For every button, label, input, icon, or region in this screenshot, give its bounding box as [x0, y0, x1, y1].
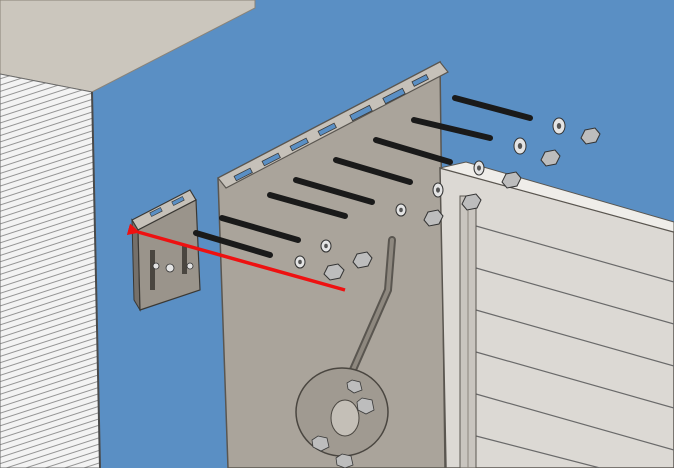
- louver-slats: [475, 225, 674, 468]
- threaded-rods: [193, 95, 533, 258]
- hex-nuts: [323, 127, 601, 281]
- pivot-hub: [295, 367, 389, 468]
- wall-edge: [91, 91, 101, 468]
- plate-washers: [294, 117, 566, 269]
- wall-side-hatched: [0, 73, 101, 468]
- louver-frame-top: [439, 161, 674, 233]
- arrow-icon: [126, 223, 346, 292]
- wall-top-surface: [0, 0, 256, 93]
- flange-slots: [233, 74, 430, 182]
- small-bracket: [131, 189, 201, 312]
